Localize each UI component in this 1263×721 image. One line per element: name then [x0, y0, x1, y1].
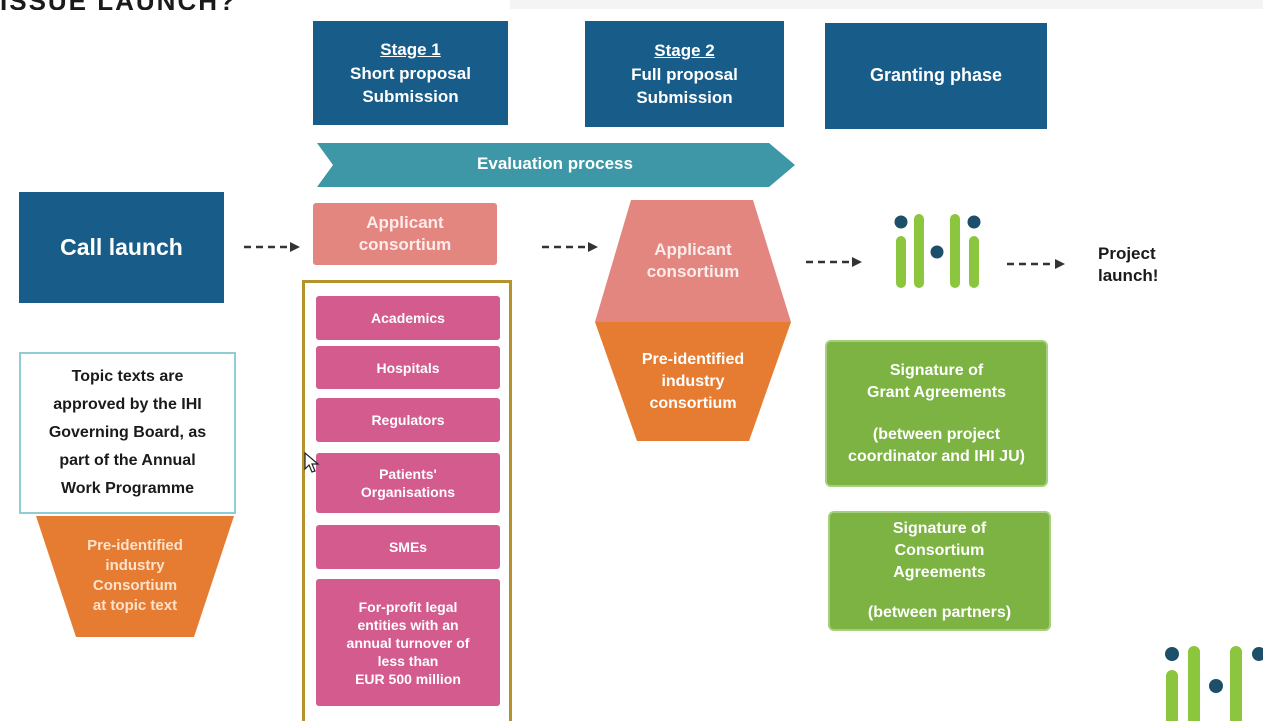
applicant-shape-2	[595, 200, 791, 441]
project-launch-line1: Project	[1098, 244, 1156, 263]
member-forprofit-line5: EUR 500 million	[355, 670, 461, 687]
preidentified1-line4: at topic text	[92, 597, 178, 614]
call-launch-label: Call launch	[60, 234, 183, 260]
applicant-consortium-1: Applicant consortium	[313, 203, 497, 265]
grant-line3: (between project	[872, 425, 1001, 443]
member-regulators: Regulators	[316, 398, 500, 442]
arrow-4	[1007, 254, 1069, 274]
preidentified-topic-text: Pre-identified industry Consortium at to…	[56, 526, 214, 626]
applicant2-line2: consortium	[646, 262, 740, 281]
applicant1-line2: consortium	[358, 235, 452, 254]
topic-line5: Work Programme	[60, 480, 195, 497]
member-regulators-label: Regulators	[371, 412, 445, 428]
topic-line2: approved by the IHI	[53, 396, 202, 413]
top-strip	[510, 0, 1263, 9]
consortium-line3: Agreements	[893, 564, 986, 581]
member-patients-line2: Organisations	[360, 484, 456, 500]
stage1-line2: Submission	[362, 87, 459, 106]
stage2-box: Stage 2 Full proposal Submission	[585, 21, 784, 127]
stage1-line1: Short proposal	[350, 64, 471, 83]
granting-phase-label: Granting phase	[869, 65, 1003, 85]
stage2-line1: Full proposal	[631, 65, 738, 84]
project-launch-line2: launch!	[1098, 266, 1159, 285]
preidentified2-line2: industry	[661, 373, 725, 390]
arrow-2	[542, 237, 602, 257]
preidentified1-line3: Consortium	[92, 577, 178, 594]
grant-line1: Signature of	[889, 361, 984, 379]
stage2-line2: Submission	[636, 88, 733, 107]
consortium-line4: (between partners)	[867, 604, 1012, 621]
member-smes-label: SMEs	[388, 539, 428, 555]
ihi-logo-corner-icon	[1165, 646, 1263, 721]
applicant1-line1: Applicant	[366, 213, 444, 232]
member-forprofit-line4: less than	[377, 652, 439, 669]
preidentified2-line1: Pre-identified	[641, 351, 745, 368]
stage1-box: Stage 1 Short proposal Submission	[313, 21, 508, 125]
preidentified-topic-shape	[36, 516, 234, 637]
cut-header-title: ISSUE LAUNCH?	[0, 0, 300, 10]
member-forprofit-line2: entities with an	[357, 616, 459, 633]
stage2-title: Stage 2	[654, 41, 715, 60]
grant-line2: Grant Agreements	[867, 383, 1006, 401]
preidentified-industry-consortium-2: Pre-identified industry consortium	[610, 343, 776, 421]
preidentified2-line3: consortium	[649, 395, 737, 412]
consortium-agreements-box: Signature of Consortium Agreements (betw…	[828, 511, 1051, 631]
consortium-members-frame	[302, 280, 512, 721]
topic-texts-box: Topic texts are approved by the IHI Gove…	[19, 352, 236, 514]
preidentified1-line2: industry	[105, 557, 165, 574]
member-hospitals-label: Hospitals	[376, 359, 440, 376]
topic-line4: part of the Annual	[59, 452, 196, 469]
evaluation-label: Evaluation process	[477, 154, 633, 173]
consortium-line1: Signature of	[892, 520, 987, 537]
member-patients-line1: Patients'	[379, 466, 437, 482]
member-forprofit-line1: For-profit legal	[358, 598, 458, 615]
arrow-3	[806, 252, 866, 272]
member-academics: Academics	[316, 296, 500, 340]
applicant2-line1: Applicant	[654, 240, 732, 259]
topic-line3: Governing Board, as	[48, 424, 207, 441]
member-forprofit-line3: annual turnover of	[346, 634, 470, 651]
project-launch-text: Project launch!	[1098, 243, 1188, 287]
member-smes: SMEs	[316, 525, 500, 569]
ihi-logo-icon	[894, 214, 981, 288]
granting-phase-box: Granting phase	[825, 23, 1047, 129]
arrow-1	[244, 237, 304, 257]
grant-agreements-box: Signature of Grant Agreements (between p…	[825, 340, 1048, 487]
call-launch-box: Call launch	[19, 192, 224, 303]
mouse-cursor-icon	[304, 452, 320, 473]
member-academics-label: Academics	[371, 310, 445, 326]
member-for-profit-entities: For-profit legal entities with an annual…	[316, 579, 500, 706]
evaluation-arrow	[317, 143, 795, 187]
applicant-consortium-2: Applicant consortium	[615, 230, 771, 292]
topic-line1: Topic texts are	[71, 368, 184, 385]
preidentified1-line1: Pre-identified	[87, 537, 183, 554]
member-patients-organisations: Patients' Organisations	[316, 453, 500, 513]
stage1-title: Stage 1	[380, 40, 441, 59]
member-hospitals: Hospitals	[316, 346, 500, 389]
grant-line4: coordinator and IHI JU)	[848, 447, 1025, 465]
consortium-line2: Consortium	[894, 542, 985, 559]
